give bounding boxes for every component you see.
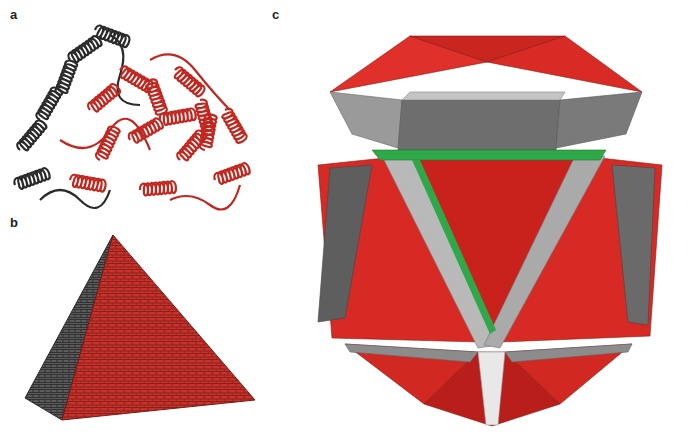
- protein-ribbon: [13, 24, 251, 209]
- panel-letter: a: [10, 8, 17, 21]
- panel-letter: c: [272, 8, 279, 21]
- brick-pyramid: [25, 235, 255, 420]
- icosahedral-cage: [318, 36, 662, 426]
- panel-letter: b: [10, 216, 18, 229]
